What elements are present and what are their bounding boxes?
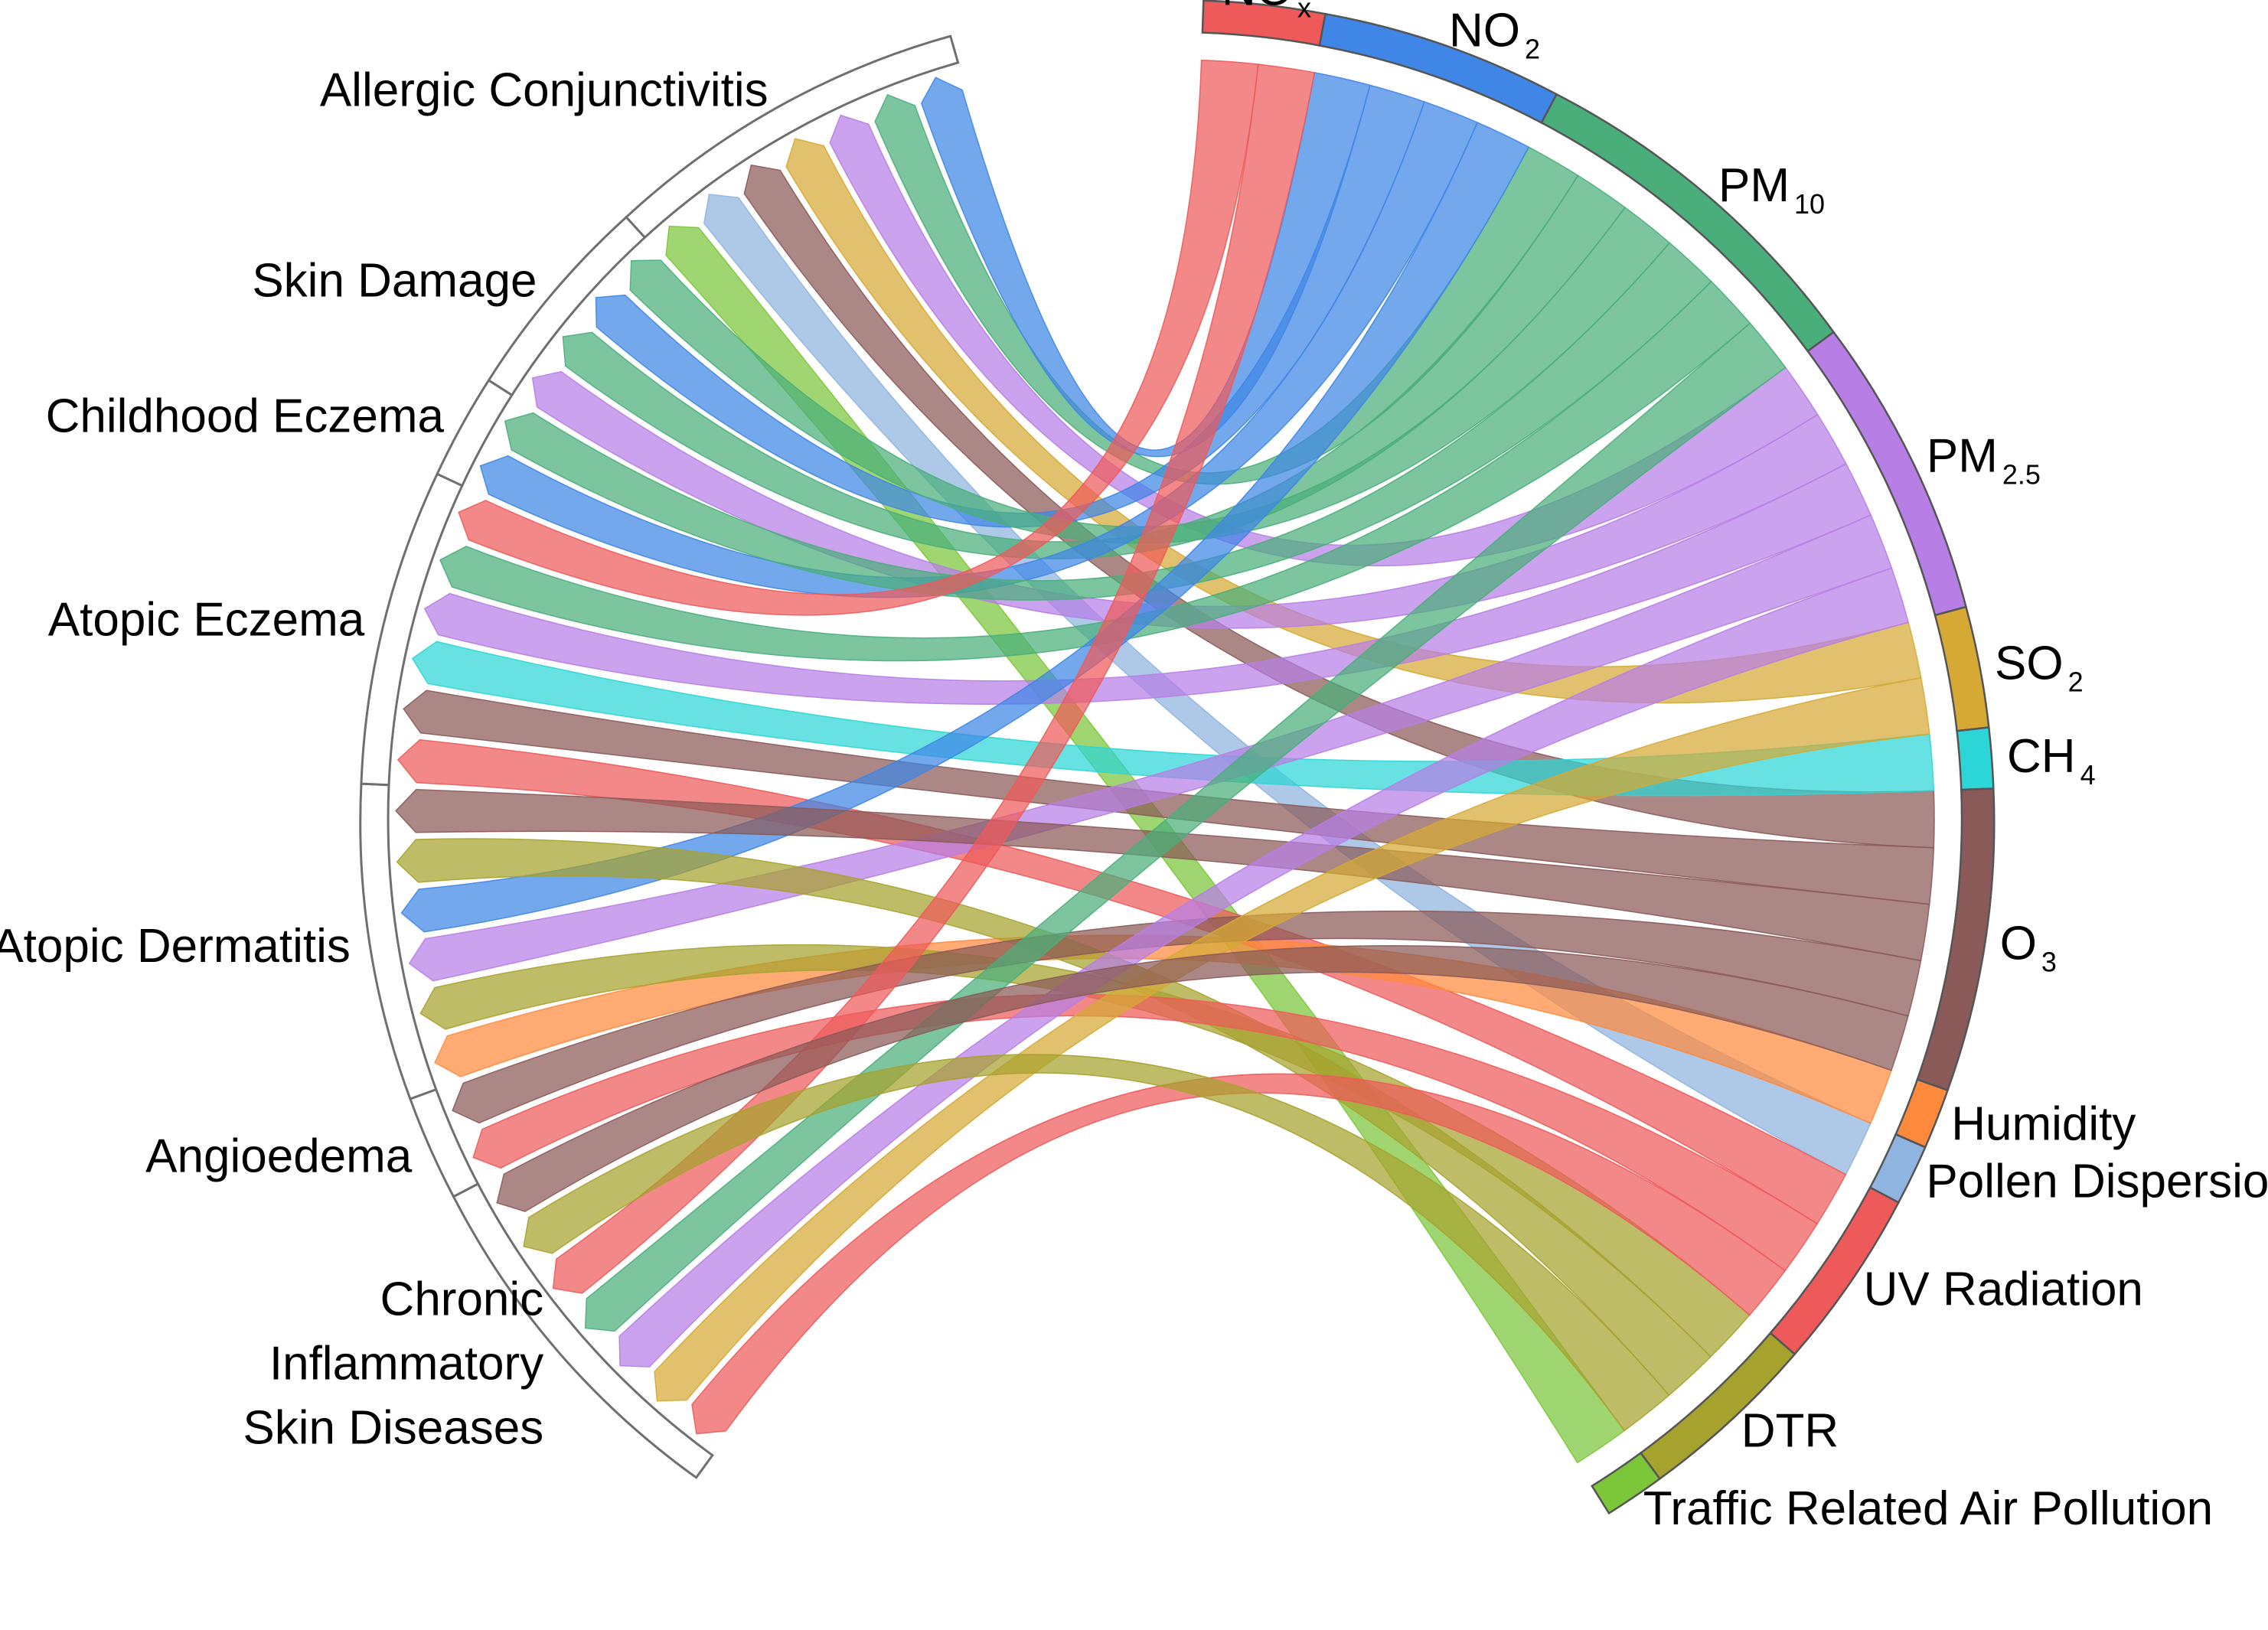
factor-arc-TRAP [1591, 1451, 1662, 1515]
factor-label-sub: 4 [2080, 759, 2096, 791]
factor-label-base: Humidity [1951, 1098, 2136, 1151]
factor-label-NOx: NOx [1222, 0, 1311, 24]
ribbon-atopic_eczema-PM25-16 [423, 463, 1872, 705]
disease-arc-allergic_conjunctivitis [625, 34, 960, 240]
factor-label-TRAP: Traffic Related Air Pollution [1643, 1482, 2213, 1535]
factor-label-sub: 3 [2041, 946, 2057, 977]
factor-label-DTR: DTR [1741, 1405, 1839, 1458]
disease-label-line: Allergic Conjunctivitis [320, 64, 769, 116]
factor-label-base: PM [1927, 430, 1998, 483]
ribbon-chronic-UV-27 [691, 1073, 1787, 1435]
factor-label-base: DTR [1741, 1405, 1839, 1458]
factor-label-sub: 2.5 [2002, 459, 2041, 491]
ribbon-angioedema-UV-25 [472, 993, 1819, 1272]
factor-label-Humidity: Humidity [1951, 1098, 2136, 1151]
ribbon-atopic_dermatitis-PM25-21 [408, 514, 1893, 982]
disease-label-atopic_eczema: Atopic Eczema [48, 594, 365, 647]
disease-label-skin_damage: Skin Damage [252, 255, 537, 308]
disease-label-line: Chronic [380, 1273, 544, 1326]
factor-label-base: UV Radiation [1864, 1263, 2143, 1316]
factor-label-UV: UV Radiation [1864, 1263, 2143, 1316]
disease-label-angioedema: Angioedema [145, 1130, 413, 1182]
ribbon-atopic_eczema-O3-14 [403, 689, 1935, 905]
ribbon-chronic-PM25-29 [618, 567, 1910, 1368]
factor-arc-SO2 [1934, 605, 1990, 732]
ribbons-layer [395, 59, 1935, 1464]
ribbon-childhood_eczema-PM10-12 [504, 242, 1712, 601]
disease-label-atopic_dermatitis: Atopic Dermatitis [0, 920, 351, 973]
ribbon-chronic-NOx-31 [552, 64, 1316, 1294]
factor-label-base: Traffic Related Air Pollution [1643, 1482, 2213, 1535]
ribbon-allergic_conjunctivitis-NO2-6 [920, 72, 1371, 458]
disease-label-allergic_conjunctivitis: Allergic Conjunctivitis [320, 64, 769, 116]
disease-label-line: Skin Damage [252, 255, 537, 308]
disease-label-line: Atopic Dermatitis [0, 920, 351, 973]
factor-label-sub: 2 [1525, 34, 1540, 65]
factor-arc-CH4 [1956, 726, 1995, 791]
disease-label-line: Atopic Eczema [48, 594, 365, 647]
disease-label-childhood_eczema: Childhood Eczema [46, 390, 445, 443]
ribbon-atopic_dermatitis-O3-24 [395, 789, 1930, 962]
disease-label-line: Angioedema [145, 1130, 413, 1182]
factor-label-sub: 2 [2068, 667, 2084, 698]
arcs-layer [359, 0, 1996, 1515]
factor-label-sub: 10 [1794, 188, 1825, 220]
ribbon-allergic_conjunctivitis-PM25-4 [829, 114, 1819, 567]
ribbon-atopic_eczema-NOx-18 [458, 59, 1259, 616]
ribbon-atopic_dermatitis-NO2-22 [400, 122, 1530, 933]
factor-label-base: SO [1995, 637, 2064, 690]
factor-label-base: NO [1222, 0, 1293, 16]
factor-label-base: Pollen Dispersion [1926, 1155, 2268, 1208]
factor-label-base: O [2000, 917, 2037, 970]
ribbon-atopic_eczema-CH4-15 [411, 641, 1935, 797]
factor-label-base: CH [2007, 730, 2076, 783]
disease-label-line: Inflammatory [269, 1338, 543, 1390]
factor-label-base: NO [1449, 5, 1520, 57]
ribbon-skin_damage-PM10-10 [629, 207, 1671, 544]
disease-label-line: Childhood Eczema [46, 390, 445, 443]
disease-label-line: Skin Diseases [243, 1402, 543, 1455]
factor-label-Pollen: Pollen Dispersion [1926, 1155, 2268, 1208]
ribbon-atopic_eczema-PM10-17 [439, 280, 1751, 662]
factor-label-base: PM [1718, 159, 1790, 212]
ribbon-chronic-O3-33 [496, 944, 1909, 1212]
factor-label-sub: x [1297, 0, 1311, 24]
ribbon-chronic-DTR-32 [523, 1054, 1670, 1432]
